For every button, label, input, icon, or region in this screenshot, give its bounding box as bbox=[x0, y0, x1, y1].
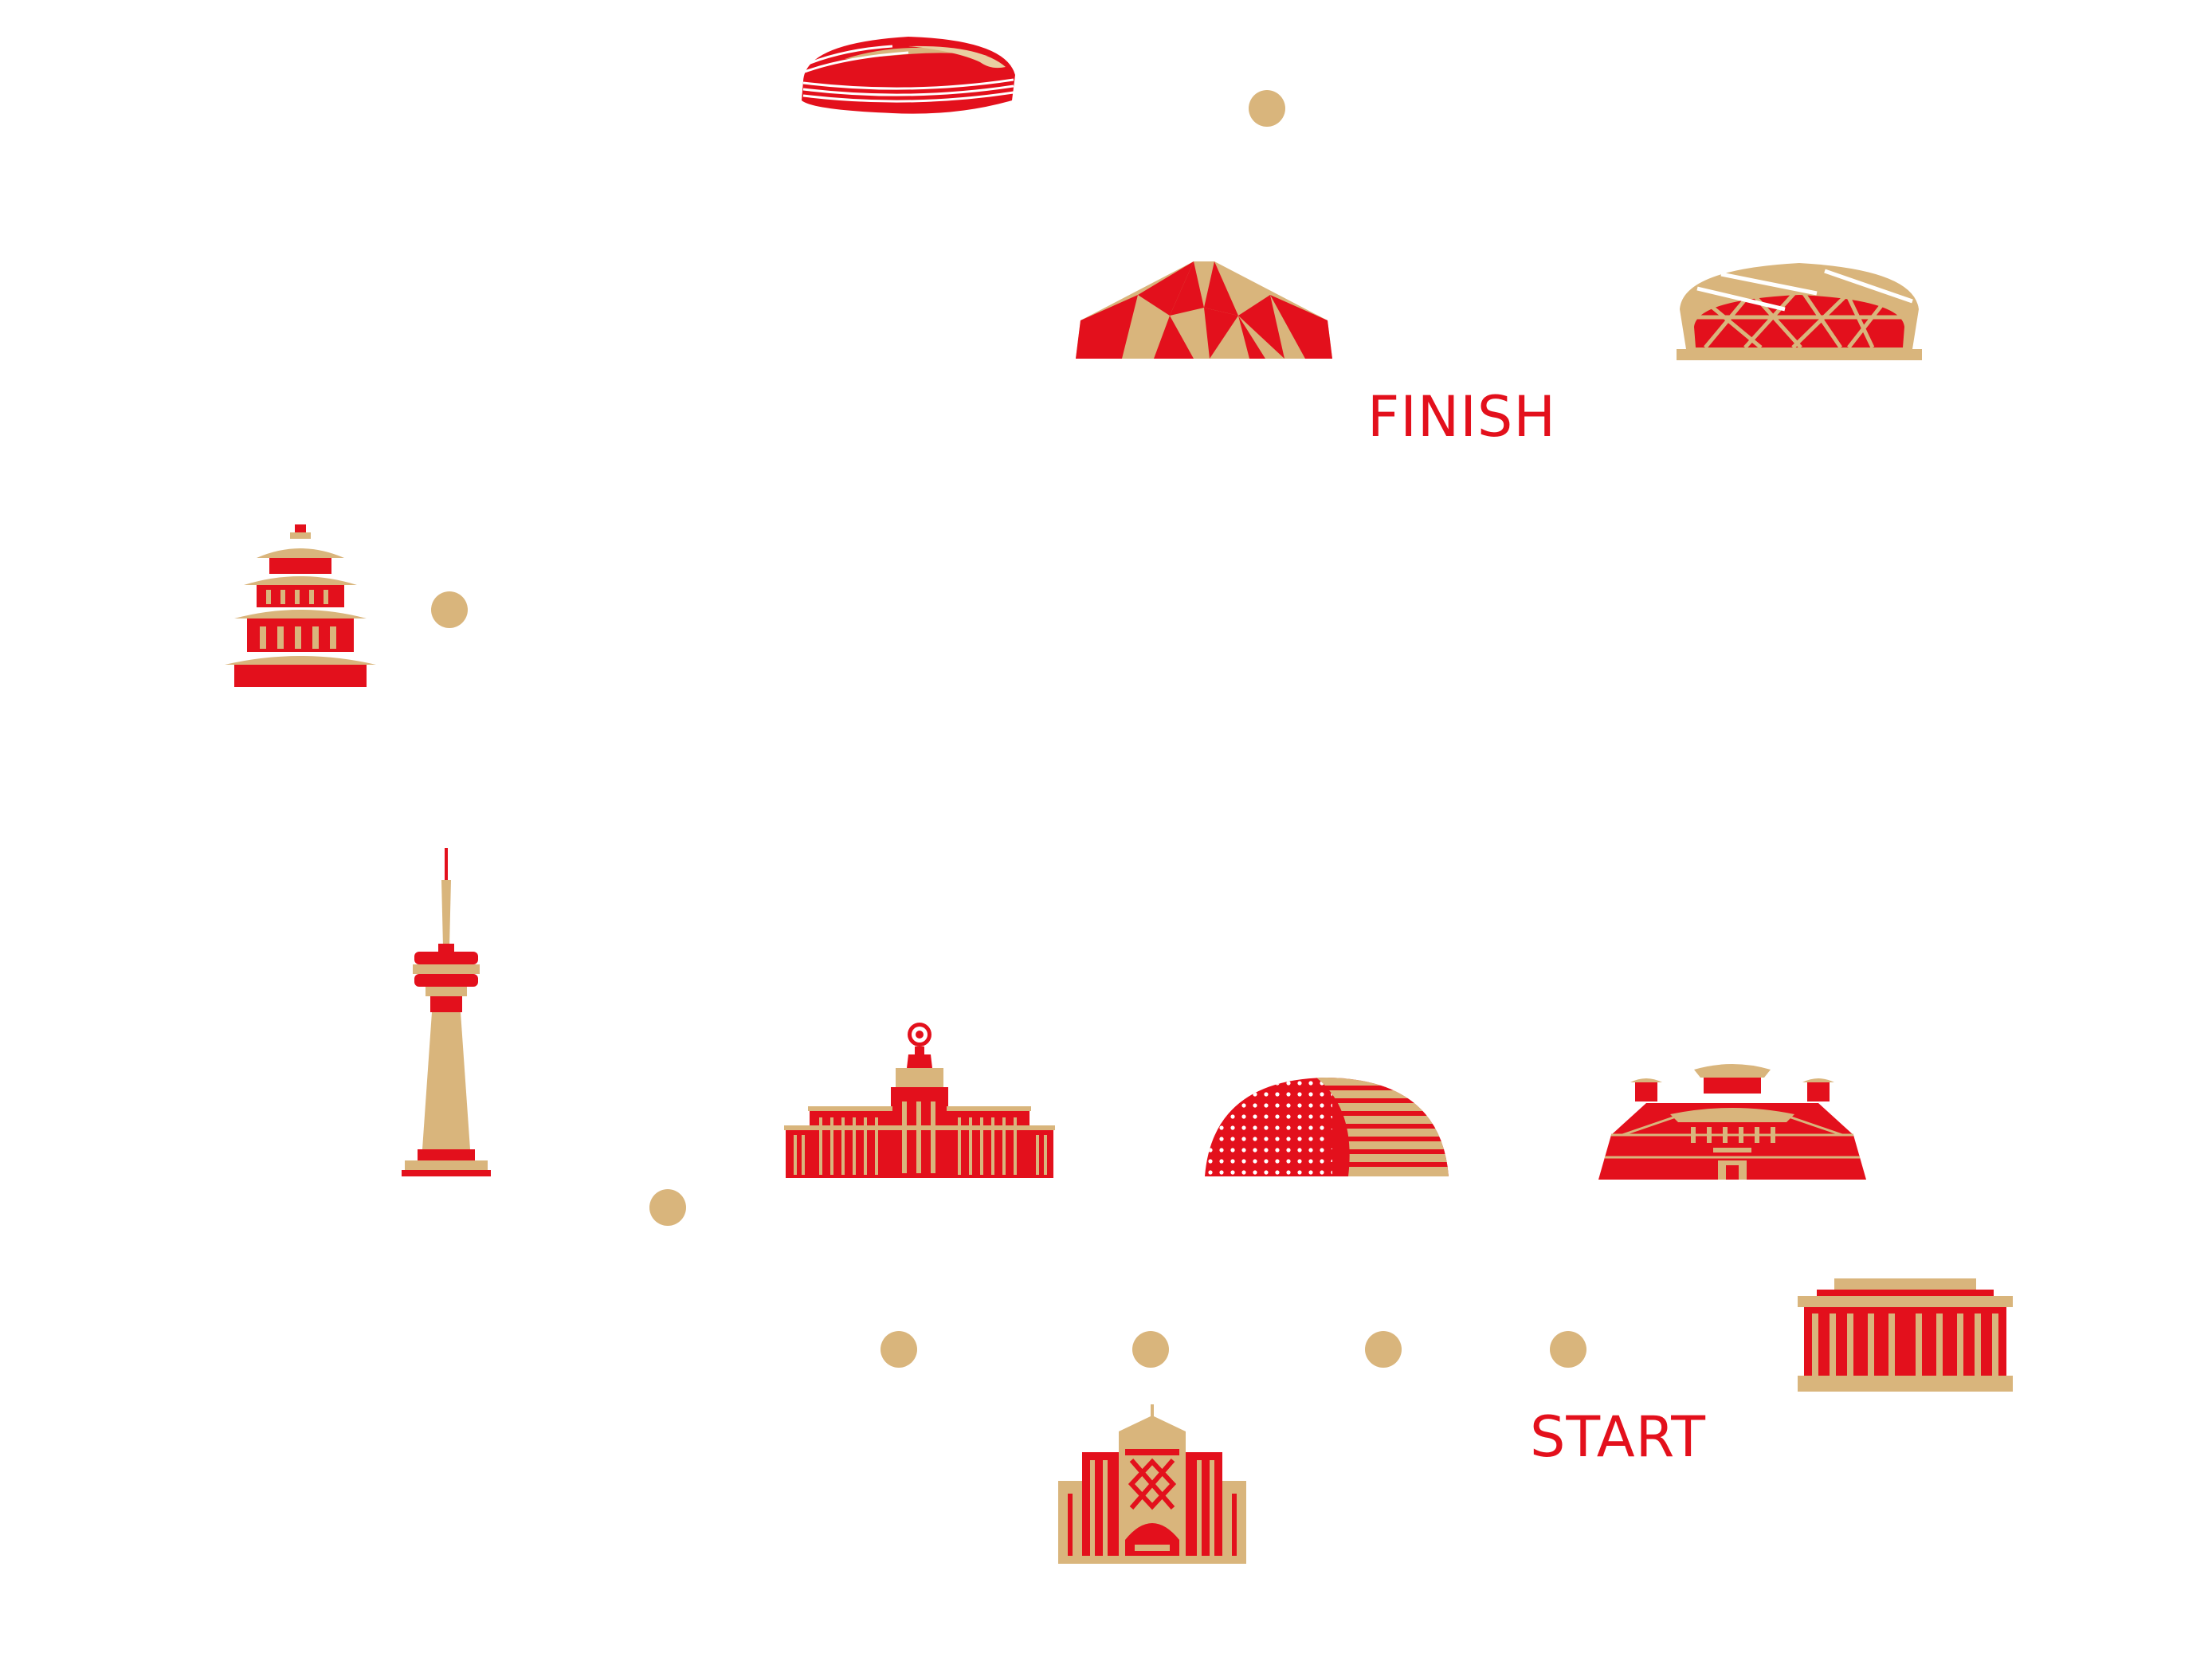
route-stop-dot bbox=[1132, 1331, 1169, 1368]
egg-dome-theater-icon bbox=[1205, 1078, 1449, 1176]
palace-complex-icon bbox=[1598, 1058, 1866, 1180]
museum-with-star-icon bbox=[784, 1022, 1055, 1178]
route-stop-dot bbox=[1365, 1331, 1402, 1368]
triangular-pattern-stadium-icon bbox=[1074, 260, 1334, 359]
gothic-church-icon bbox=[1058, 1404, 1246, 1564]
route-stop-dot bbox=[1550, 1331, 1586, 1368]
route-stop-dot bbox=[1249, 90, 1285, 127]
red-oval-stadium-icon bbox=[797, 27, 1020, 120]
route-stop-dot bbox=[649, 1189, 686, 1226]
finish-label: FINISH bbox=[1367, 384, 1556, 450]
route-stop-dot bbox=[431, 591, 468, 628]
birds-nest-stadium-icon bbox=[1673, 253, 1925, 360]
start-label: START bbox=[1530, 1404, 1706, 1470]
pagoda-tower-icon bbox=[225, 524, 376, 687]
columned-hall-icon bbox=[1798, 1278, 2013, 1392]
tv-tower-icon bbox=[402, 848, 491, 1176]
route-stop-dot bbox=[880, 1331, 917, 1368]
